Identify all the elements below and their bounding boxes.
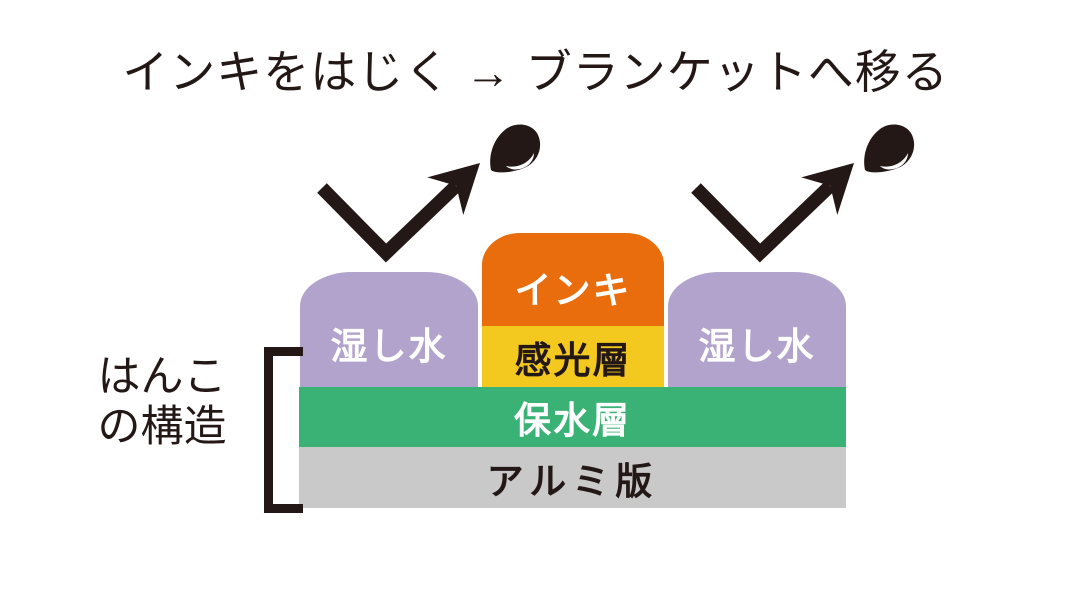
layer-label: インキ (514, 269, 632, 311)
repel-arrow-left (317, 124, 541, 263)
layer-label: アルミ版 (486, 460, 659, 502)
structure-caption: はんこ の構造 (82, 352, 242, 452)
bounce-arrow-icon (691, 163, 854, 263)
layer-aluminum-plate: アルミ版 (299, 447, 846, 508)
layer-dampening-water-right: 湿し水 (668, 272, 846, 387)
layer-water-retaining: 保水層 (299, 387, 846, 447)
layer-photosensitive: 感光層 (482, 326, 664, 387)
layer-label: 感光層 (514, 339, 632, 381)
bounce-arrow-icon (317, 163, 480, 263)
structure-caption-line2: の構造 (97, 403, 227, 451)
layer-dampening-water-left: 湿し水 (300, 272, 478, 387)
ink-droplet-icon (864, 124, 915, 173)
layer-label: 湿し水 (698, 325, 816, 367)
structure-caption-line1: はんこ (97, 353, 227, 401)
structure-bracket-icon (264, 347, 303, 513)
ink-droplet-icon (490, 124, 541, 173)
repel-arrow-right (691, 124, 915, 263)
layer-label: 保水層 (514, 400, 631, 441)
layer-label: 湿し水 (330, 325, 448, 367)
page-title: インキをはじく → ブランケットへ移る (122, 46, 949, 98)
layer-ink: インキ (482, 233, 664, 326)
